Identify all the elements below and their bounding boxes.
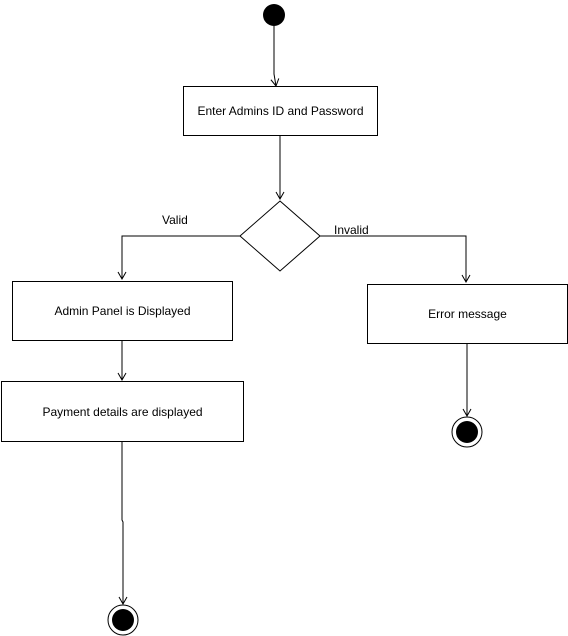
start-node: [263, 4, 285, 26]
valid-label: Valid: [162, 213, 188, 227]
decision-node: [239, 200, 321, 272]
payment-details-label: Payment details are displayed: [42, 404, 203, 419]
edge-invalid: [320, 235, 471, 284]
payment-details-box: Payment details are displayed: [1, 381, 244, 442]
edge-payment-to-end: [118, 441, 128, 606]
error-message-box: Error message: [367, 284, 568, 344]
edge-start-to-credentials: [270, 26, 280, 87]
edge-valid: [117, 235, 240, 281]
enter-credentials-box: Enter Admins ID and Password: [183, 86, 378, 136]
admin-panel-box: Admin Panel is Displayed: [12, 281, 233, 341]
error-message-label: Error message: [428, 307, 507, 321]
enter-credentials-label: Enter Admins ID and Password: [197, 104, 364, 118]
admin-panel-label: Admin Panel is Displayed: [54, 304, 191, 318]
end-node-payment: [107, 604, 139, 636]
invalid-label: Invalid: [334, 223, 369, 237]
end-node-error: [451, 416, 483, 448]
